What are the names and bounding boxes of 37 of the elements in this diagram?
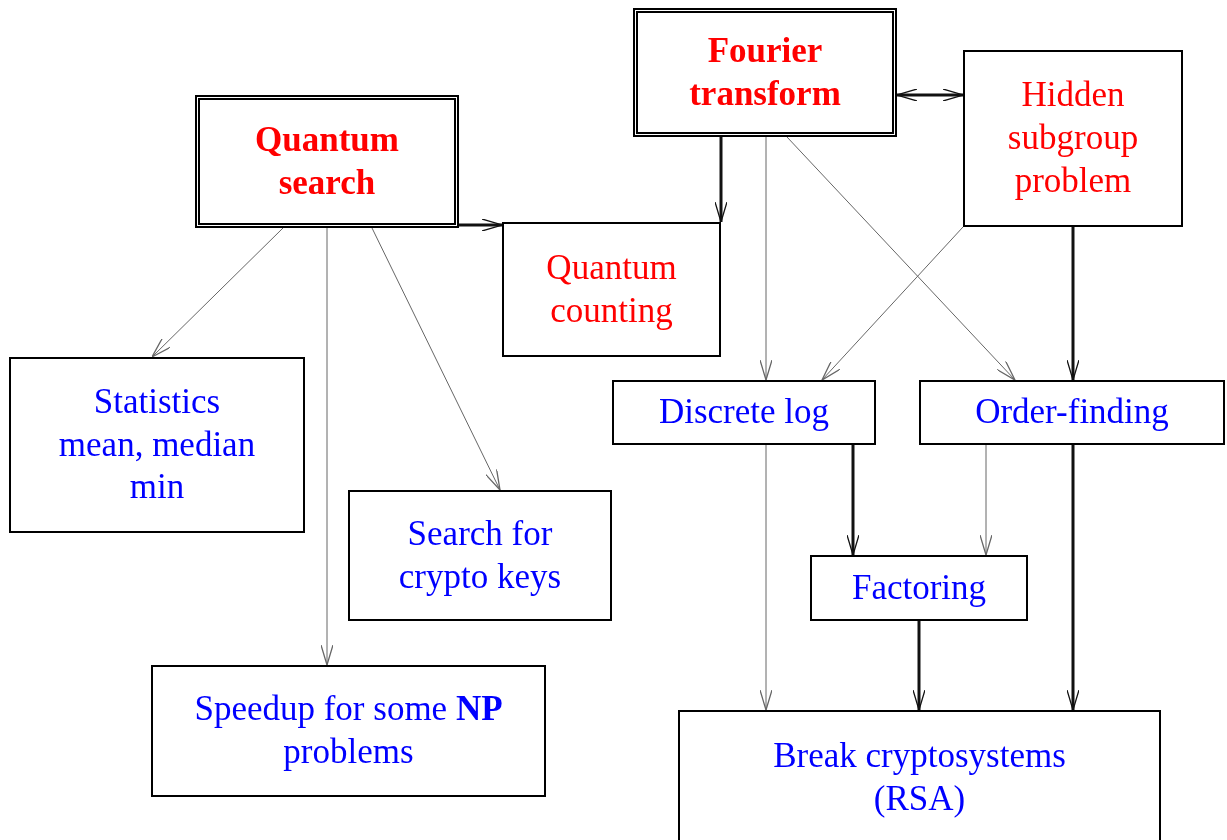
- process-box: [810, 555, 1028, 621]
- arrow: [459, 218, 503, 232]
- box-label: Quantum counting: [545, 246, 678, 332]
- arrow: [714, 137, 728, 223]
- box-label: Statistics mean, median min: [57, 380, 257, 509]
- arrow: [846, 445, 860, 556]
- box-label: Break cryptosystems (RSA): [772, 734, 1067, 820]
- arrow: [151, 227, 284, 358]
- arrow: [979, 444, 993, 556]
- process-box: [9, 357, 305, 533]
- process-box: [678, 710, 1161, 840]
- arrow: [320, 227, 334, 666]
- box-label: Order-finding: [975, 391, 1169, 434]
- box-label: Quantum search: [254, 118, 400, 204]
- box-label: Search for crypto keys: [397, 512, 563, 598]
- box-label: Discrete log: [658, 391, 830, 434]
- arrow: [896, 88, 964, 102]
- process-box: [633, 8, 897, 137]
- process-box: [612, 380, 876, 445]
- arrow: [821, 226, 964, 381]
- arrow: [786, 136, 1016, 381]
- process-box: [151, 665, 546, 797]
- process-box: [919, 380, 1225, 445]
- process-box: [963, 50, 1183, 227]
- arrow: [1066, 445, 1080, 711]
- box-label: Speedup for some NP problems: [193, 688, 504, 773]
- box-label: Factoring: [851, 566, 987, 609]
- arrow: [371, 227, 501, 491]
- arrow: [912, 621, 926, 711]
- process-box: [348, 490, 612, 621]
- process-box: [195, 95, 459, 228]
- box-label: Fourier transform: [688, 29, 842, 115]
- process-box: [502, 222, 721, 357]
- box-label: Hidden subgroup problem: [1006, 74, 1140, 202]
- arrow: [759, 444, 773, 711]
- arrow: [1066, 227, 1080, 381]
- arrow: [759, 136, 773, 381]
